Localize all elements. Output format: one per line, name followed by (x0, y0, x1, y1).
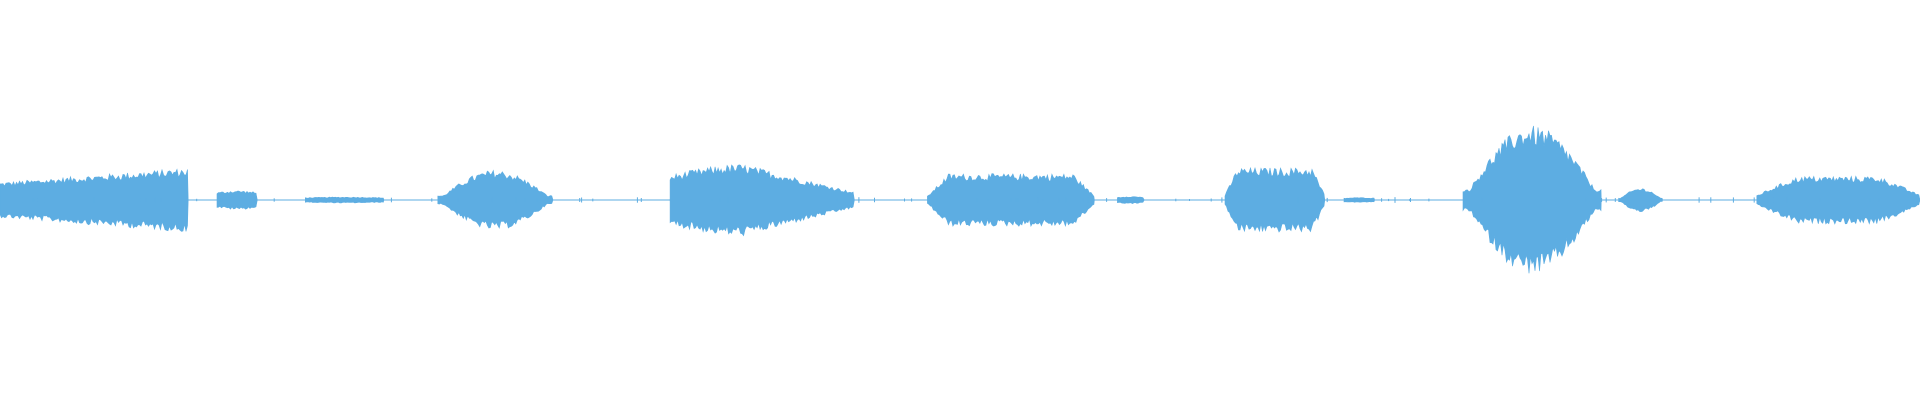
waveform-clip-8[interactable] (1224, 166, 1326, 233)
waveform-clip-7[interactable] (1117, 196, 1145, 204)
waveform-clip-4[interactable] (437, 169, 554, 229)
waveform-clip-10[interactable] (1462, 125, 1602, 274)
waveform-clip-9[interactable] (1343, 197, 1376, 203)
waveform-clip-2[interactable] (216, 190, 258, 210)
waveform-clip-12[interactable] (1756, 175, 1920, 225)
waveform-clip-3[interactable] (305, 196, 385, 204)
waveform-clip-5[interactable] (669, 164, 855, 237)
waveform-clip-11[interactable] (1618, 188, 1664, 213)
